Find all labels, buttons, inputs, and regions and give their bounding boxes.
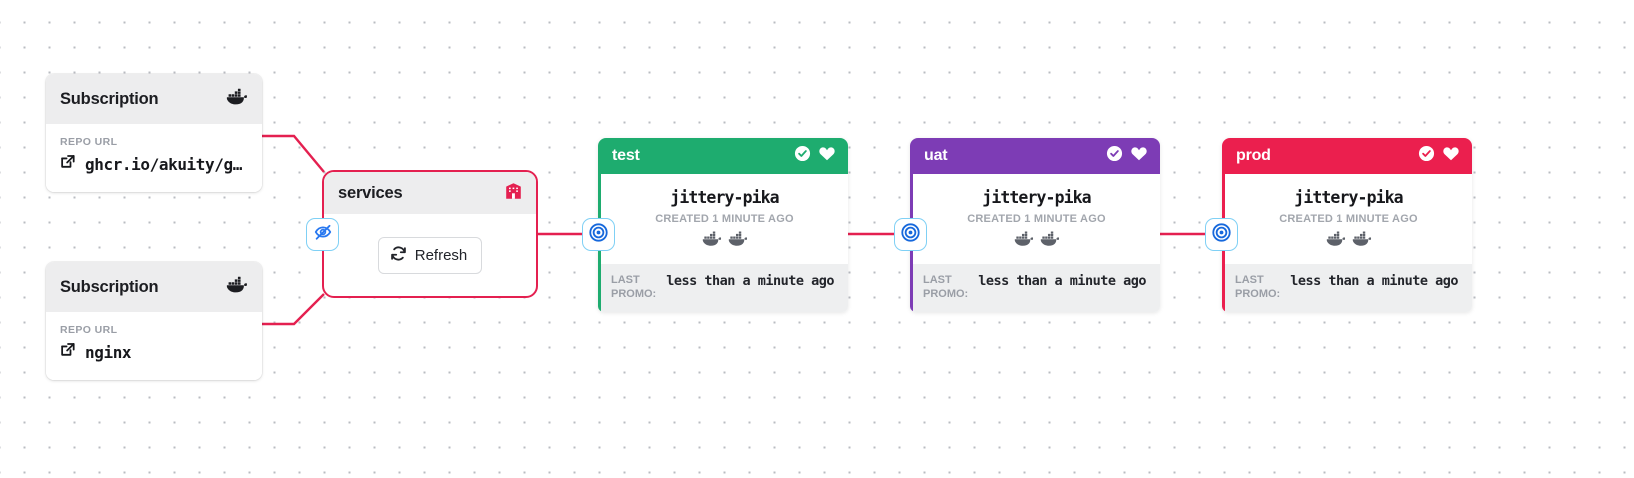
last-promo-value: less than a minute ago — [666, 273, 835, 289]
stage-body: jittery-pika CREATED 1 MINUTE AGO — [1222, 174, 1472, 264]
docker-icon — [1326, 231, 1346, 252]
last-promo-label: LAST PROMO: — [1235, 274, 1281, 300]
stage-header: prod — [1222, 138, 1472, 174]
repo-url-label: REPO URL — [60, 324, 118, 336]
stage-body: jittery-pika CREATED 1 MINUTE AGO — [910, 174, 1160, 264]
subscription-header: Subscription — [46, 262, 262, 312]
docker-icon — [702, 231, 722, 252]
subscription-card[interactable]: Subscription — [46, 262, 262, 380]
docker-icon — [1352, 231, 1372, 252]
stage-header-icons — [1418, 145, 1460, 167]
check-circle-icon[interactable] — [1418, 145, 1435, 167]
last-promo-label: LAST PROMO: — [923, 274, 969, 300]
freight-created: CREATED 1 MINUTE AGO — [967, 213, 1106, 225]
docker-icon — [1014, 231, 1034, 252]
warehouse-header: services — [324, 172, 536, 214]
last-promo-value: less than a minute ago — [978, 273, 1147, 289]
warehouse-title: services — [338, 183, 403, 202]
refresh-button[interactable]: Refresh — [377, 236, 483, 274]
stage-footer: LAST PROMO: less than a minute ago — [910, 264, 1160, 312]
stage-footer: LAST PROMO: less than a minute ago — [598, 264, 848, 312]
subscription-body: REPO URL ghcr.io/akuity/g… — [46, 124, 262, 192]
target-icon[interactable] — [588, 222, 609, 248]
docker-icon — [728, 231, 748, 252]
warehouse-icon — [505, 182, 522, 205]
subscription-title: Subscription — [60, 277, 159, 296]
last-promo-label: LAST PROMO: — [611, 274, 657, 300]
check-circle-icon[interactable] — [1106, 145, 1123, 167]
freight-name: jittery-pika — [1294, 188, 1403, 207]
external-link-icon[interactable] — [60, 342, 76, 362]
stage-name: test — [612, 147, 640, 164]
repo-url-label: REPO URL — [60, 136, 118, 148]
stage-connector-prod[interactable] — [1205, 218, 1238, 251]
external-link-icon[interactable] — [60, 154, 76, 174]
stage-card-uat[interactable]: uat jittery-pika CREATED 1 MINUTE AGO — [910, 138, 1160, 312]
repo-url-value-row[interactable]: ghcr.io/akuity/g… — [60, 154, 248, 174]
stage-card-test[interactable]: test jittery-pika CREATED 1 MINUTE AGO — [598, 138, 848, 312]
subscription-title: Subscription — [60, 89, 159, 108]
freight-created: CREATED 1 MINUTE AGO — [655, 213, 794, 225]
freight-images — [923, 231, 1150, 252]
subscription-body: REPO URL nginx — [46, 312, 262, 380]
stage-body: jittery-pika CREATED 1 MINUTE AGO — [598, 174, 848, 264]
stage-footer: LAST PROMO: less than a minute ago — [1222, 264, 1472, 312]
check-circle-icon[interactable] — [794, 145, 811, 167]
stage-header-icons — [794, 145, 836, 167]
freight-images — [1235, 231, 1462, 252]
heart-icon[interactable] — [818, 145, 836, 167]
freight-created: CREATED 1 MINUTE AGO — [1279, 213, 1418, 225]
heart-icon[interactable] — [1442, 145, 1460, 167]
eye-off-icon[interactable] — [313, 222, 333, 247]
docker-icon — [226, 88, 248, 111]
target-icon[interactable] — [900, 222, 921, 248]
hidden-toggle-badge[interactable] — [306, 218, 339, 251]
stage-header: test — [598, 138, 848, 174]
refresh-icon — [390, 245, 407, 266]
heart-icon[interactable] — [1130, 145, 1148, 167]
stage-card-prod[interactable]: prod jittery-pika CREATED 1 MINUTE AGO — [1222, 138, 1472, 312]
freight-images — [611, 231, 838, 252]
freight-name: jittery-pika — [982, 188, 1091, 207]
stage-name: uat — [924, 147, 948, 164]
docker-icon — [1040, 231, 1060, 252]
stage-header-icons — [1106, 145, 1148, 167]
docker-icon — [226, 276, 248, 299]
target-icon[interactable] — [1211, 222, 1232, 248]
stage-connector-uat[interactable] — [894, 218, 927, 251]
warehouse-node-services[interactable]: services — [322, 170, 538, 298]
freight-name: jittery-pika — [670, 188, 779, 207]
last-promo-value: less than a minute ago — [1290, 273, 1459, 289]
repo-url-value-row[interactable]: nginx — [60, 342, 248, 362]
stage-name: prod — [1236, 147, 1271, 164]
repo-url-text: nginx — [85, 342, 132, 362]
stage-header: uat — [910, 138, 1160, 174]
subscription-card[interactable]: Subscription — [46, 74, 262, 192]
repo-url-text: ghcr.io/akuity/g… — [85, 154, 242, 174]
stage-connector-test[interactable] — [582, 218, 615, 251]
refresh-button-label: Refresh — [414, 246, 468, 264]
subscription-header: Subscription — [46, 74, 262, 124]
warehouse-body: Refresh — [324, 214, 536, 296]
